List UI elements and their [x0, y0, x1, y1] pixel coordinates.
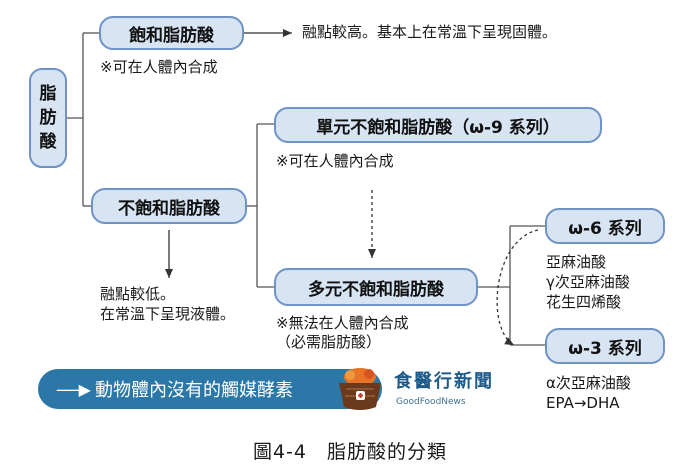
node-fatty-acid: 脂肪酸: [29, 68, 67, 168]
enzyme-banner: ------▶ 動物體內沒有的觸媒酵素: [38, 369, 382, 409]
saturated-synthesis-note: ※可在人體內合成: [100, 58, 218, 76]
unsaturated-desc-line-2: 在常溫下呈現液體。: [100, 305, 236, 323]
omega6-item: γ次亞麻油酸: [546, 273, 630, 291]
node-omega6: ω-6 系列: [545, 208, 665, 244]
pufa-synthesis-line-2: （必需脂肪酸）: [276, 333, 382, 351]
mufa-synthesis-note: ※可在人體內合成: [276, 152, 394, 170]
node-pufa: 多元不飽和脂肪酸: [274, 268, 478, 306]
node-unsaturated: 不飽和脂肪酸: [91, 188, 247, 224]
figure-caption: 圖4-4 脂肪酸的分類: [252, 441, 448, 463]
omega6-item: 花生四烯酸: [546, 293, 622, 311]
omega3-item: EPA→DHA: [546, 394, 620, 412]
omega6-item: 亞麻油酸: [546, 253, 607, 271]
basket-icon: [339, 368, 381, 410]
saturated-description: 融點較高。基本上在常溫下呈現固體。: [302, 23, 558, 41]
unsaturated-desc-line-1: 融點較低。: [100, 285, 176, 303]
node-omega3: ω-3 系列: [545, 328, 665, 364]
pufa-synthesis-line-1: ※無法在人體內合成: [276, 314, 409, 332]
goodfoodnews-logo: 食醫行新聞 GoodFoodNews: [336, 365, 492, 415]
banner-text: 動物體內沒有的觸媒酵素: [94, 380, 293, 401]
node-mufa: 單元不飽和脂肪酸（ω-9 系列）: [274, 107, 602, 143]
omega3-item: α次亞麻油酸: [546, 374, 631, 392]
logo-subtitle: GoodFoodNews: [396, 397, 466, 407]
logo-title: 食醫行新聞: [394, 371, 494, 392]
node-saturated: 飽和脂肪酸: [99, 16, 244, 50]
arrow-omega6-to-omega3: [496, 229, 539, 346]
banner-dotted-arrow: ------▶: [56, 379, 91, 399]
